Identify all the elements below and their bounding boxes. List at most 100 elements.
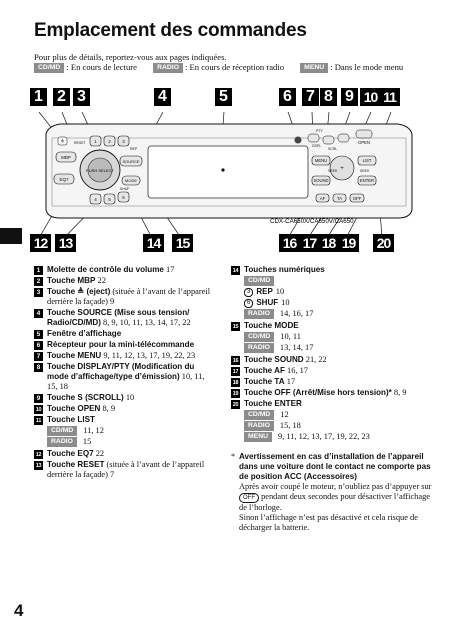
- af-button: [315, 193, 330, 203]
- callout-17: 17: [299, 234, 320, 252]
- reset-label: RESET: [74, 141, 87, 145]
- source-button: [119, 155, 143, 167]
- note-heading: Avertissement en cas d’installation de l…: [239, 452, 431, 481]
- list-button: [357, 155, 377, 166]
- legend-text-radio: : En cours de réception radio: [184, 62, 285, 72]
- display-key: [322, 135, 335, 145]
- scrl-label: SCRL: [328, 147, 337, 151]
- rep-label: REP: [130, 147, 138, 151]
- callout-14: 14: [143, 234, 164, 252]
- intro-text: Pour plus de détails, reportez-vous aux …: [34, 52, 227, 62]
- mbp-label: MBP: [61, 155, 71, 160]
- callout-3: 3: [73, 88, 90, 106]
- legend-badge-cdmd: CD/MD: [34, 63, 65, 73]
- callout-7: 7: [302, 88, 319, 106]
- key-5-label: 5: [108, 197, 111, 202]
- callout-13: 13: [55, 234, 76, 252]
- callout-5: 5: [215, 88, 232, 106]
- sound-button: [311, 175, 331, 186]
- mode-button: [121, 175, 141, 186]
- callout-2: 2: [53, 88, 70, 106]
- open-key-top: [355, 129, 373, 139]
- display-label: DSPL: [312, 144, 321, 148]
- list-label: LIST: [363, 158, 372, 163]
- af-label: AF: [320, 196, 326, 201]
- off-button: [349, 193, 365, 203]
- push-select-label: PUSH SELECT: [86, 168, 114, 173]
- menu-key: [307, 133, 320, 143]
- legend-badge-radio: RADIO: [153, 63, 183, 73]
- callout-20: 20: [373, 234, 394, 252]
- svg-text:≜: ≜: [60, 138, 64, 145]
- page-title: Emplacement des commandes: [34, 20, 307, 41]
- key-3-label: 3: [122, 139, 125, 144]
- legend-text-cdmd: : En cours de lecture: [66, 62, 137, 72]
- mbp-button: [55, 151, 77, 163]
- sound-label: SOUND: [313, 178, 328, 183]
- eq7-button: [53, 173, 75, 185]
- key-1-label: 1: [94, 139, 97, 144]
- menu-button: [311, 155, 331, 166]
- mode-label: MODE: [125, 178, 137, 183]
- source-label: SOURCE: [122, 159, 139, 164]
- callout-1: 1: [30, 88, 47, 106]
- display-window: [147, 145, 309, 199]
- off-key-icon: OFF: [239, 493, 259, 503]
- callout-4: 4: [154, 88, 171, 106]
- key-6-label: 6: [122, 195, 125, 200]
- warning-note: * Avertissement en cas d’installation de…: [231, 452, 436, 533]
- enter-button: [357, 175, 377, 186]
- enter-label: ENTER: [360, 178, 374, 183]
- ta-label: TA: [337, 196, 342, 201]
- seek-pad: [329, 155, 355, 181]
- remote-receiver: [294, 136, 302, 144]
- callout-8: 8: [320, 88, 337, 106]
- legend-text-menu: : Dans le mode menu: [330, 62, 404, 72]
- legend: CD/MD: En cours de lecture RADIO: En cou…: [34, 62, 403, 73]
- callout-6: 6: [279, 88, 296, 106]
- note-body: Après avoir coupé le moteur, n’oubliez p…: [239, 482, 432, 512]
- model-label: CDX-CA650X/CA650V/CA650: [270, 218, 354, 225]
- key-4-label: 4: [94, 197, 97, 202]
- shuf-label: SHUF: [120, 187, 130, 191]
- pty-label: PTY: [316, 129, 323, 133]
- eq7-label: EQ7: [59, 177, 69, 182]
- off-label: OFF: [353, 196, 362, 201]
- page-number: 4: [14, 601, 24, 620]
- legend-badge-menu: MENU: [300, 63, 329, 73]
- note-star: *: [231, 452, 236, 461]
- callout-16: 16: [279, 234, 300, 252]
- note-body-2: Sinon l’affichage n’est pas désactivé et…: [239, 513, 418, 532]
- section-tab-marker: [0, 228, 22, 244]
- callout-18: 18: [318, 234, 339, 252]
- callout-15: 15: [172, 234, 193, 252]
- callout-9: 9: [341, 88, 358, 106]
- callout-12: 12: [30, 234, 51, 252]
- eject-button: [57, 136, 68, 146]
- device-diagram: PUSH SELECT MBP EQ7 ≜ RESET 1 2 3 REP 4 …: [38, 112, 413, 238]
- sel-label: SEEK: [360, 169, 370, 173]
- callout-11: 11: [379, 88, 400, 106]
- seek-label: SEEK: [328, 169, 338, 173]
